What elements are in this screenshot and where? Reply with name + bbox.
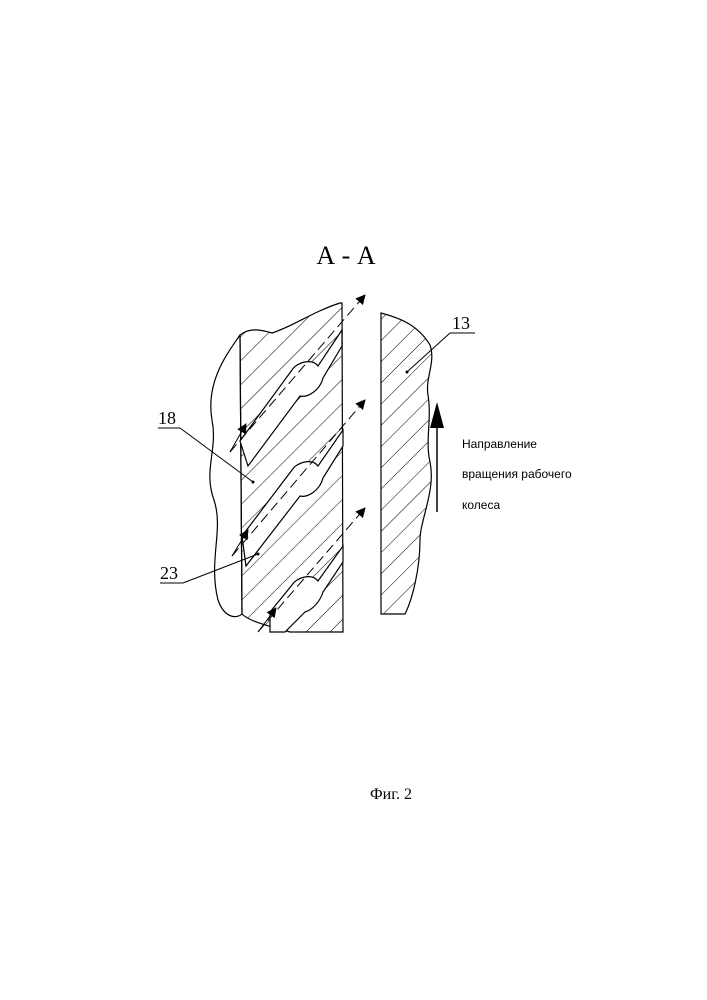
rotation-direction-line3: колеса bbox=[462, 498, 500, 512]
rotation-direction-line2: вращения рабочего bbox=[462, 467, 572, 481]
left-component bbox=[210, 295, 365, 632]
figure-caption: Фиг. 2 bbox=[370, 786, 412, 803]
label-18: 18 bbox=[158, 408, 176, 428]
right-component-13 bbox=[381, 313, 432, 614]
leader-18 bbox=[158, 428, 255, 484]
left-break-line bbox=[210, 335, 242, 617]
label-13: 13 bbox=[452, 313, 470, 333]
label-23: 23 bbox=[160, 563, 178, 583]
section-title: А - А bbox=[316, 241, 375, 270]
rotation-direction-arrowhead bbox=[430, 402, 444, 428]
rotation-direction-line1: Направление bbox=[462, 437, 537, 451]
